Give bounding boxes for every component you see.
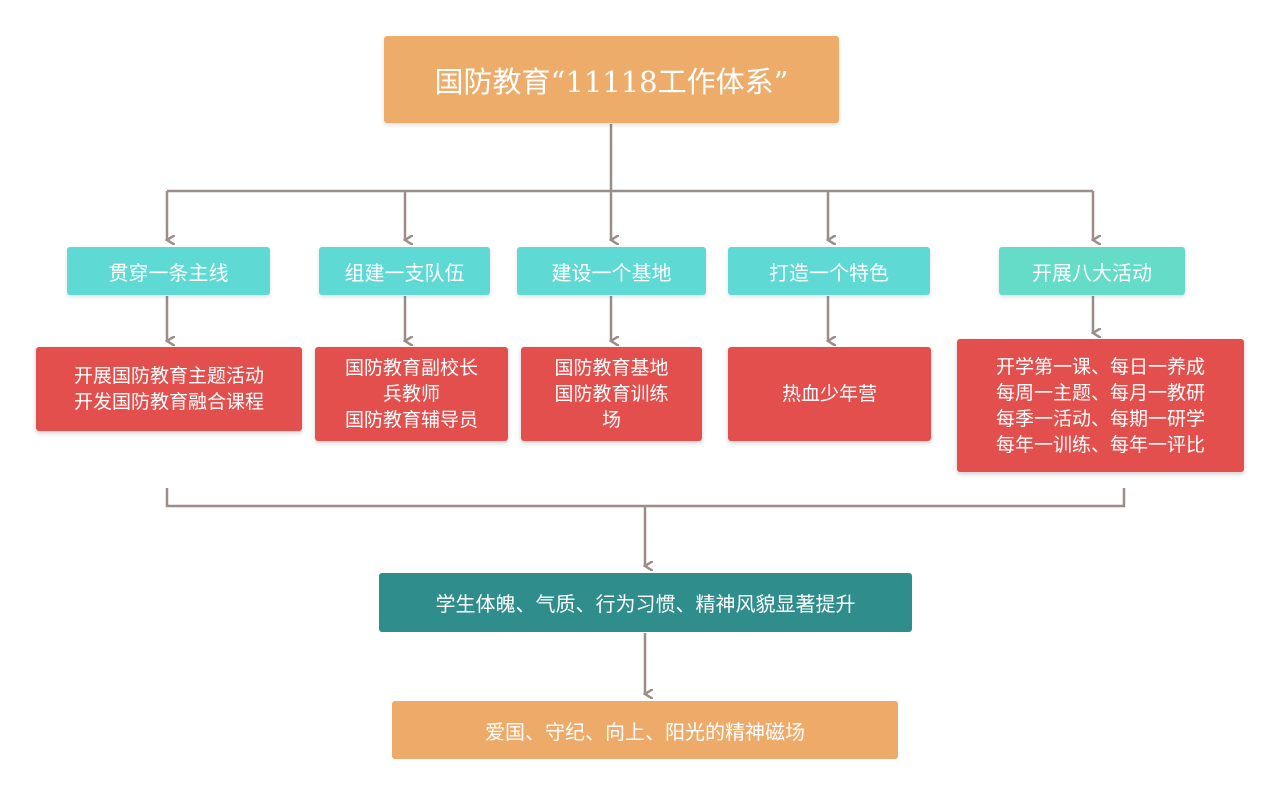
diagram-title: 国防教育“11118工作体系” xyxy=(384,36,839,123)
detail-main-line: 开展国防教育主题活动 开发国防教育融合课程 xyxy=(36,347,302,431)
detail-team: 国防教育副校长 兵教师 国防教育辅导员 xyxy=(315,347,508,441)
detail-line: 国防教育基地 xyxy=(554,357,669,379)
detail-line: 兵教师 xyxy=(382,383,440,405)
detail-line: 国防教育辅导员 xyxy=(344,409,478,431)
detail-activities: 开学第一课、每日一养成 每周一主题、每月一教研 每季一活动、每期一研学 每年一训… xyxy=(957,339,1244,472)
detail-line: 每周一主题、每月一教研 xyxy=(995,381,1205,404)
detail-base: 国防教育基地 国防教育训练 场 xyxy=(521,347,702,441)
category-team: 组建一支队伍 xyxy=(319,247,490,295)
category-activities: 开展八大活动 xyxy=(999,247,1185,295)
detail-line: 国防教育训练 xyxy=(554,383,669,405)
detail-line: 场 xyxy=(601,409,621,431)
connector-bracket xyxy=(165,488,1126,508)
detail-line: 开发国防教育融合课程 xyxy=(73,391,264,413)
category-feature: 打造一个特色 xyxy=(728,247,930,295)
detail-line: 每年一训练、每年一评比 xyxy=(995,433,1205,456)
detail-feature: 热血少年营 xyxy=(728,347,931,441)
final-box: 爱国、守纪、向上、阳光的精神磁场 xyxy=(392,701,898,759)
detail-line: 热血少年营 xyxy=(781,383,877,405)
result-box: 学生体魄、气质、行为习惯、精神风貌显著提升 xyxy=(379,573,912,632)
category-base: 建设一个基地 xyxy=(517,247,706,295)
detail-line: 开学第一课、每日一养成 xyxy=(995,355,1205,378)
detail-line: 开展国防教育主题活动 xyxy=(73,365,264,387)
category-main-line: 贯穿一条主线 xyxy=(67,247,270,295)
detail-line: 国防教育副校长 xyxy=(344,357,478,379)
detail-line: 每季一活动、每期一研学 xyxy=(995,407,1205,430)
